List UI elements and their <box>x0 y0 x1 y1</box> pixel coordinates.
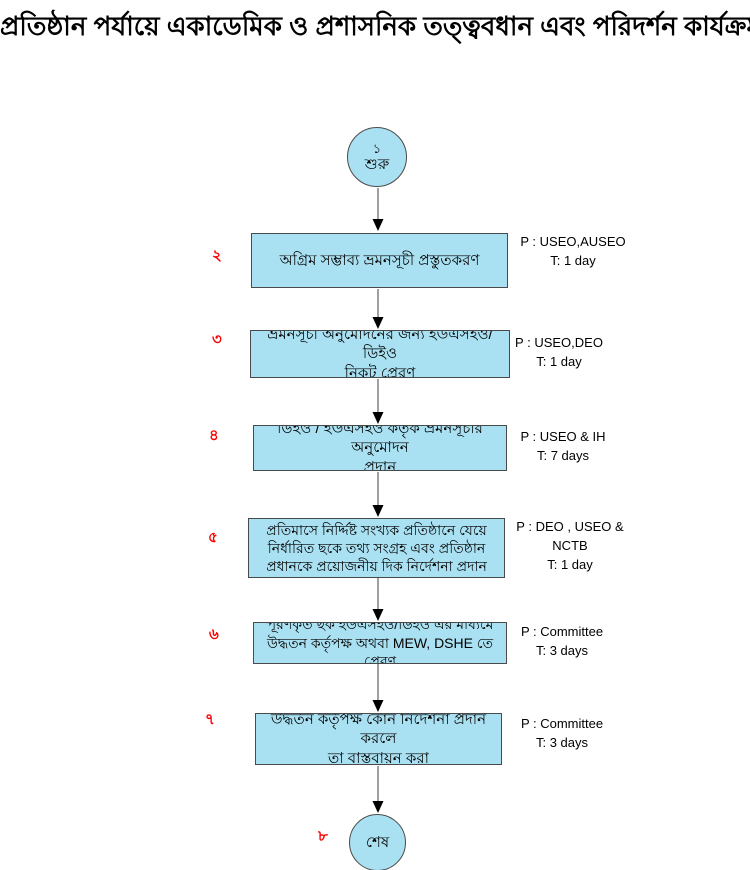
flow-arrow-1 <box>372 188 384 231</box>
step-5-annotation: P : DEO , USEO & NCTB T: 1 day <box>505 517 635 574</box>
step-2-annotation: P : USEO,AUSEO T: 1 day <box>508 232 638 270</box>
step-6-number: ৬ <box>209 626 219 643</box>
annotation-line: P : USEO & IH <box>520 429 606 444</box>
step-4-box: ডিইও / ইউএসইও কর্তৃক ভ্রমনসূচীর অনুমোদন … <box>253 425 507 471</box>
step-3-number: ৩ <box>212 331 222 348</box>
step-4-text: প্রদান <box>363 458 397 471</box>
step-2-number: ২ <box>212 247 222 264</box>
step-3-text: ভ্রমনসূচী অনুমোদনের জন্য ইউএসইও/ডিইও <box>267 330 493 363</box>
step-3-box: ভ্রমনসূচী অনুমোদনের জন্য ইউএসইও/ডিইও নিক… <box>250 330 510 378</box>
step-6-box: পূরণকৃত ছক ইউএসইও/ডিইও এর মাধ্যমে উদ্ধতন… <box>253 622 507 664</box>
page-title: প্রতিষ্ঠান পর্যায়ে একাডেমিক ও প্রশাসনিক… <box>0 11 750 41</box>
step-6-text: উদ্ধতন কর্তৃপক্ষ অথবা MEW, DSHE তে প্রের… <box>266 634 494 664</box>
step-5-text: প্রতিমাসে নির্দ্দিষ্ট সংখ্যক প্রতিষ্ঠানে… <box>266 521 487 538</box>
flow-arrow-4 <box>372 472 384 517</box>
step-4-text: ডিইও / ইউএসইও কর্তৃক ভ্রমনসূচীর অনুমোদন <box>277 425 483 457</box>
step-6-annotation: P : Committee T: 3 days <box>497 622 627 660</box>
step-5-text: প্রধানকে প্রয়োজনীয় দিক নির্দেশনা প্রদা… <box>266 558 487 575</box>
end-number: ৮ <box>318 828 328 845</box>
annotation-line: T: 1 day <box>550 253 596 268</box>
flow-arrow-3 <box>372 379 384 424</box>
annotation-line: T: 1 day <box>536 354 582 369</box>
flow-arrow-5 <box>372 578 384 621</box>
flow-arrow-7 <box>372 766 384 813</box>
step-2-box: অগ্রিম সম্ভাব্য ভ্রমনসূচী প্রস্তুতকরণ <box>251 233 508 288</box>
flow-arrow-2 <box>372 289 384 329</box>
start-number: ১ <box>372 140 382 156</box>
step-3-text: নিকট প্রেরণ <box>344 364 416 378</box>
end-label: শেষ <box>365 833 390 851</box>
step-7-annotation: P : Committee T: 3 days <box>497 714 627 752</box>
step-3-annotation: P : USEO,DEO T: 1 day <box>494 333 624 371</box>
step-4-annotation: P : USEO & IH T: 7 days <box>498 427 628 465</box>
flow-arrow-6 <box>372 664 384 712</box>
step-7-number: ৭ <box>205 711 215 728</box>
step-7-text: উদ্ধর্তন কর্তৃপক্ষ কোন নির্দেশনা প্রদান … <box>270 713 487 748</box>
annotation-line: T: 1 day <box>547 557 593 572</box>
end-node: শেষ <box>349 814 406 870</box>
step-5-text: নির্ধারিত ছকে তথ্য সংগ্রহ এবং প্রতিষ্ঠান <box>267 539 486 556</box>
annotation-line: P : Committee <box>520 624 604 639</box>
step-7-text: তা বাস্তবায়ন করা <box>327 749 429 765</box>
annotation-line: NCTB <box>552 538 588 553</box>
annotation-line: T: 7 days <box>536 448 590 463</box>
step-4-number: ৪ <box>209 427 219 444</box>
step-2-text: অগ্রিম সম্ভাব্য ভ্রমনসূচী প্রস্তুতকরণ <box>279 251 480 269</box>
annotation-line: T: 3 days <box>535 643 589 658</box>
annotation-line: T: 3 days <box>535 735 589 750</box>
step-5-number: ৫ <box>208 529 218 546</box>
annotation-line: P : USEO,AUSEO <box>520 234 626 249</box>
annotation-line: P : DEO , USEO & <box>516 519 624 534</box>
start-label: শুরু <box>364 155 390 173</box>
annotation-line: P : USEO,DEO <box>515 335 603 350</box>
step-7-box: উদ্ধর্তন কর্তৃপক্ষ কোন নির্দেশনা প্রদান … <box>255 713 502 765</box>
step-5-box: প্রতিমাসে নির্দ্দিষ্ট সংখ্যক প্রতিষ্ঠানে… <box>248 518 505 578</box>
start-node: ১ শুরু <box>347 127 407 187</box>
step-6-text: পূরণকৃত ছক ইউএসইও/ডিইও এর মাধ্যমে <box>266 622 494 633</box>
annotation-line: P : Committee <box>520 716 604 731</box>
